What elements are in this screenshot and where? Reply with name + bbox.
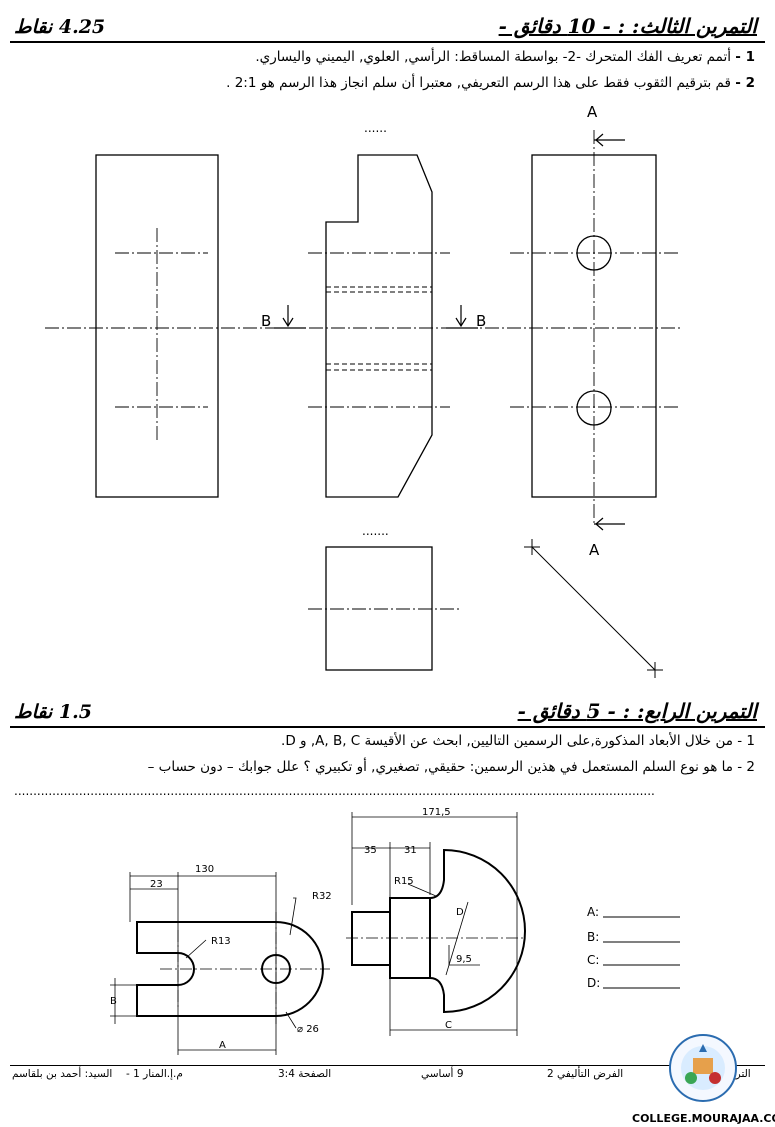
ex3-question-1: 1 - أتمم تعريف الفك المتحرك -2- بواسطة ا… [255, 49, 755, 65]
section-label-a-bottom: A [589, 541, 600, 559]
ex4-question-1: 1 - من خلال الأبعاد المذكورة,على الرسمين… [281, 733, 755, 749]
answer-d-label: D: [587, 976, 600, 990]
front-view-outline [325, 154, 433, 498]
left-view-outline [95, 154, 219, 498]
footer-school: م.إ.المنار 1 - [126, 1068, 183, 1080]
drawing1-dim-23: 23 [150, 879, 163, 890]
logo-emblem-icon [669, 1034, 737, 1102]
ex3-orthographic-drawing: A A B B ...... ....... [45, 103, 680, 678]
drawing2-dim-171: 171,5 [422, 807, 451, 818]
ex4-question-2: 2 - ما هو نوع السلم المستعمل في هذين الر… [147, 759, 755, 775]
ex3-q1-number: 1 - [735, 49, 755, 65]
answer-c-label: C: [587, 953, 599, 967]
ex4-drawings: 130 23 R32 R13 B A ⌀ 26 171,5 35 31 R15 … [110, 807, 680, 1055]
site-logo [663, 1032, 743, 1108]
section-label-b-right: B [476, 312, 486, 330]
ex3-q1-text: أتمم تعريف الفك المتحرك -2- بواسطة المسا… [255, 49, 731, 65]
ex3-q2-text: قم بترقيم الثقوب فقط على هذا الرسم التعر… [226, 75, 731, 91]
ex3-question-2: 2 - قم بترقيم الثقوب فقط على هذا الرسم ا… [226, 75, 755, 91]
miter-line [531, 546, 656, 671]
drawing1-dim-130: 130 [195, 864, 214, 875]
footer-exam: الفرض التأليفي 2 [547, 1068, 624, 1080]
drawing2-dome-shaft [351, 848, 526, 1014]
drawing1-b: B [110, 996, 117, 1007]
drawing2-c: C [445, 1020, 452, 1031]
footer-page: الصفحة 3:4 [278, 1068, 332, 1080]
footer-level: 9 أساسي [421, 1068, 464, 1080]
ex3-points: 4.25 نقاط [14, 16, 106, 38]
ex3-q2-number: 2 - [735, 75, 755, 91]
ex3-divider [10, 41, 765, 43]
drawing2-dim-31: 31 [404, 845, 417, 856]
footer-teacher: السيد: أحمد بن بلقاسم [12, 1068, 113, 1080]
drawing2-dim-95: 9,5 [456, 954, 472, 965]
answer-a-label: A: [587, 905, 599, 919]
drawing2-dim-35: 35 [364, 845, 377, 856]
drawing1-a: A [219, 1040, 226, 1051]
ex4-title: التمرين الرابع: : - 5 دقائق - [517, 699, 757, 723]
ex4-points: 1.5 نقاط [14, 701, 92, 723]
answer-b-label: B: [587, 930, 599, 944]
section-label-b-left: B [261, 312, 271, 330]
ex4-divider [10, 726, 765, 728]
drawing1-r13: R13 [211, 936, 231, 947]
top-view-outline [325, 546, 433, 671]
dots-top-view-label: ...... [364, 121, 387, 135]
drawing1-r32: R32 [312, 891, 332, 902]
drawing2-d: D [456, 907, 464, 918]
ex3-title: التمرين الثالث: : - 10 دقائق - [498, 14, 757, 38]
watermark-site[interactable]: COLLEGE.MOURAJAA.COM [632, 1112, 775, 1125]
drawing2-r15: R15 [394, 876, 414, 887]
dots-bottom-view-label: ....... [362, 524, 389, 538]
section-label-a-top: A [587, 103, 598, 121]
drawing1-d26: ⌀ 26 [297, 1024, 319, 1035]
ex4-answer-dots: ........................................… [14, 784, 655, 798]
footer-divider [10, 1065, 765, 1066]
